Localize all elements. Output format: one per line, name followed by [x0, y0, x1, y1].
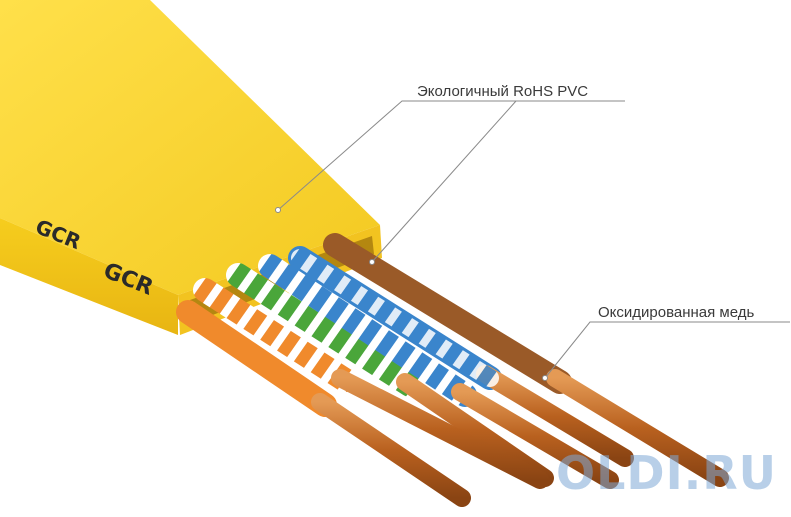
- leader-jacket: [371, 100, 517, 263]
- leader-conductor: [544, 321, 790, 379]
- wire-blue-white: [291, 249, 499, 387]
- wire-orange-white: [193, 278, 549, 489]
- jacket-side-face: [0, 218, 178, 335]
- jacket-top-face: [0, 0, 380, 295]
- wire-orange: [176, 300, 471, 507]
- site-watermark: OLDI.RU: [556, 446, 777, 500]
- callout-lines: [275, 100, 790, 381]
- callout-conductor-label: Оксидированная медь: [598, 304, 755, 321]
- callout-insulation-label: Экологичный RoHS PVC: [417, 83, 589, 100]
- leader-insulation: [277, 100, 625, 211]
- wire-brown: [323, 233, 729, 487]
- wire-blue-white-2: [258, 254, 619, 489]
